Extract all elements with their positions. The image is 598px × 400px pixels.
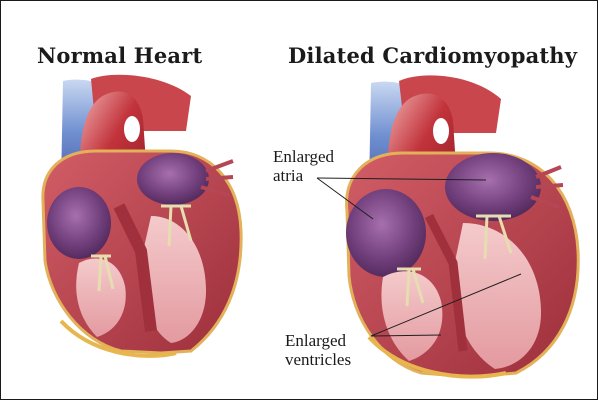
normal-heart xyxy=(43,75,241,356)
normal-left-atrium xyxy=(137,153,209,205)
dilated-right-atrium xyxy=(346,189,426,277)
enlarged-ventricles-label: Enlarged ventricles xyxy=(285,331,351,369)
normal-right-atrium xyxy=(47,187,111,259)
enlarged-ventricles-label-line1: Enlarged xyxy=(285,331,351,350)
dilated-aorta-opening xyxy=(433,118,449,144)
enlarged-atria-label: Enlarged atria xyxy=(273,147,334,185)
enlarged-atria-label-line1: Enlarged xyxy=(273,147,334,166)
enlarged-atria-label-line2: atria xyxy=(273,166,334,185)
dilated-left-atrium xyxy=(445,153,541,221)
enlarged-ventricles-label-line2: ventricles xyxy=(285,350,351,369)
normal-heart-title: Normal Heart xyxy=(37,43,202,68)
normal-aorta-opening xyxy=(124,116,140,142)
dilated-cardiomyopathy-title: Dilated Cardiomyopathy xyxy=(288,43,577,68)
